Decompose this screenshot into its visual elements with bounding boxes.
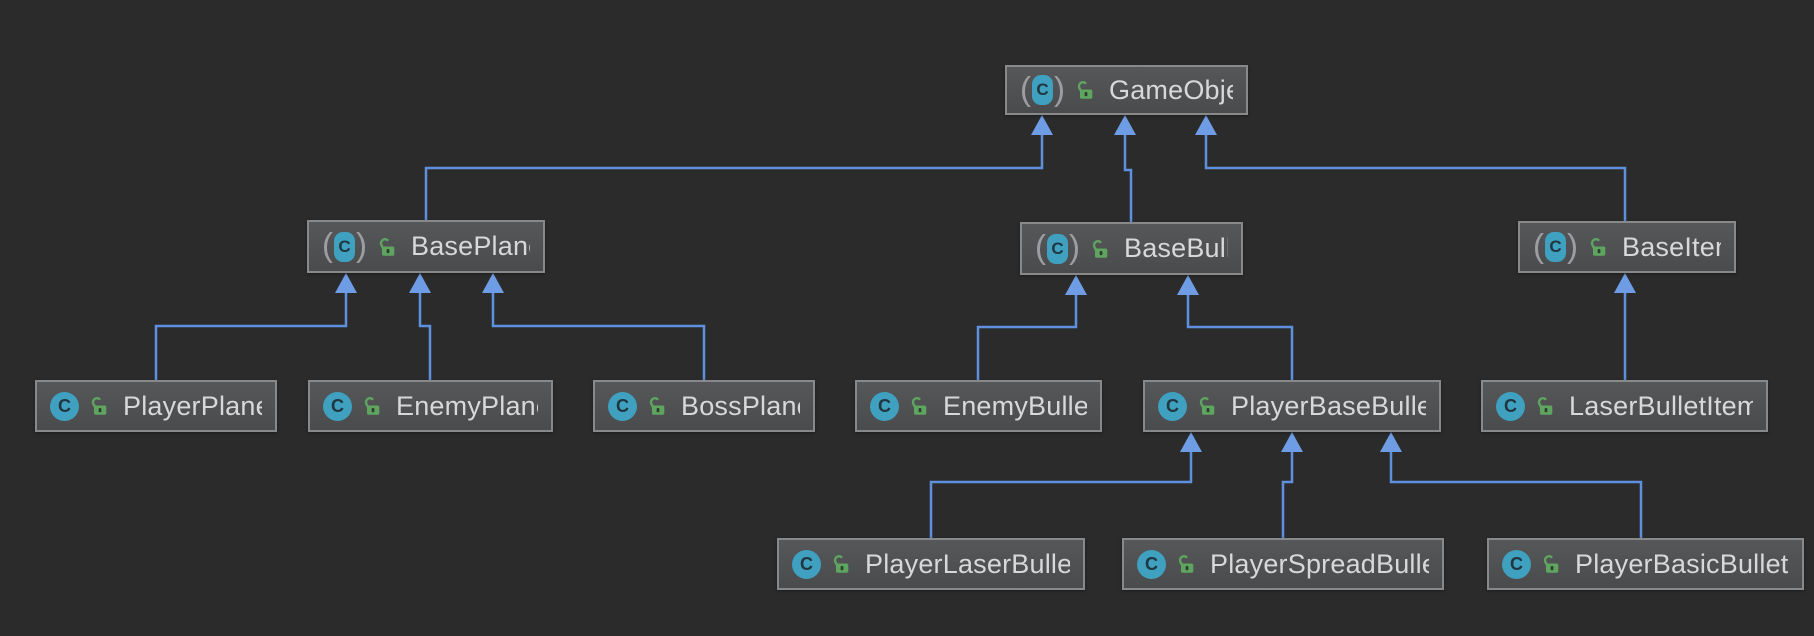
class-name-label: PlayerSpreadBullet [1210, 548, 1429, 579]
inheritance-edge-EnemyBullet-to-BaseBullet [976, 275, 1087, 380]
unlocked-padlock-icon [649, 397, 665, 415]
inheritance-arrowhead [335, 273, 357, 293]
class-node-EnemyPlane[interactable]: C EnemyPlane [308, 380, 553, 432]
inheritance-edge-BossPlane-to-BasePlane [482, 273, 706, 380]
inheritance-edge-EnemyPlane-to-BasePlane [409, 273, 432, 380]
class-icon: C [323, 391, 352, 421]
class-node-PlayerBaseBullet[interactable]: C PlayerBaseBullet [1143, 380, 1441, 432]
inheritance-arrowhead [1114, 115, 1136, 135]
inheritance-arrowhead [1614, 273, 1636, 293]
inheritance-edge-PlayerBasicBullet-to-PlayerBaseBullet [1380, 432, 1643, 538]
class-name-label: PlayerPlane [123, 390, 262, 421]
class-node-PlayerLaserBullet[interactable]: C PlayerLaserBullet [777, 538, 1085, 590]
unlocked-padlock-icon [379, 237, 395, 256]
unlocked-padlock-icon [1537, 397, 1553, 415]
class-name-label: LaserBulletItem [1569, 390, 1753, 421]
class-icon: C [50, 391, 79, 421]
class-name-label: EnemyPlane [396, 390, 538, 421]
class-icon: C [1158, 391, 1187, 421]
unlocked-padlock-icon [1178, 555, 1194, 573]
inheritance-arrowhead [1177, 275, 1199, 295]
class-node-EnemyBullet[interactable]: C EnemyBullet [855, 380, 1102, 432]
class-name-label: BaseBullet [1124, 233, 1228, 263]
inheritance-arrowhead [1031, 115, 1053, 135]
abstract-class-icon: (C) [1533, 226, 1578, 264]
inheritance-arrowhead [409, 273, 431, 293]
abstract-class-icon: (C) [1020, 69, 1065, 107]
unlocked-padlock-icon [1590, 238, 1606, 256]
class-icon: C [1137, 549, 1166, 579]
class-icon: C [792, 549, 821, 579]
class-icon: C [1502, 549, 1531, 579]
class-name-label: EnemyBullet [943, 390, 1087, 421]
class-node-BossPlane[interactable]: C BossPlane [593, 380, 815, 432]
unlocked-padlock-icon [1199, 397, 1215, 415]
class-icon: C [608, 391, 637, 421]
unlocked-padlock-icon [364, 397, 380, 415]
inheritance-edge-PlayerLaserBullet-to-PlayerBaseBullet [929, 432, 1202, 538]
inheritance-edge-BaseBullet-to-GameObject [1114, 115, 1136, 222]
unlocked-padlock-icon [1543, 555, 1559, 573]
unlocked-padlock-icon [911, 397, 927, 415]
class-node-BaseBullet[interactable]: (C) BaseBullet [1020, 222, 1243, 275]
class-name-label: BasePlane [411, 231, 530, 261]
class-name-label: PlayerBasicBullet [1575, 548, 1789, 579]
inheritance-edge-PlayerPlane-to-BasePlane [154, 273, 357, 380]
inheritance-arrowhead [1065, 275, 1087, 295]
inheritance-arrowhead [1380, 432, 1402, 452]
unlocked-padlock-icon [1092, 239, 1108, 258]
class-node-PlayerBasicBullet[interactable]: C PlayerBasicBullet [1487, 538, 1804, 590]
unlocked-padlock-icon [833, 555, 849, 573]
inheritance-edge-PlayerBaseBullet-to-BaseBullet [1177, 275, 1294, 380]
inheritance-edge-PlayerSpreadBullet-to-PlayerBaseBullet [1281, 432, 1303, 538]
class-name-label: BaseItem [1622, 231, 1721, 262]
inheritance-arrowhead [482, 273, 504, 293]
class-node-BaseItem[interactable]: (C) BaseItem [1518, 221, 1736, 273]
inheritance-arrowhead [1195, 115, 1217, 135]
class-node-BasePlane[interactable]: (C) BasePlane [307, 220, 545, 273]
class-name-label: BossPlane [681, 390, 800, 421]
class-node-PlayerPlane[interactable]: C PlayerPlane [35, 380, 277, 432]
class-name-label: PlayerBaseBullet [1231, 390, 1426, 421]
inheritance-edge-LaserBulletItem-to-BaseItem [1614, 273, 1636, 380]
abstract-class-icon: (C) [322, 226, 367, 263]
class-name-label: PlayerLaserBullet [865, 548, 1070, 579]
class-node-PlayerSpreadBullet[interactable]: C PlayerSpreadBullet [1122, 538, 1444, 590]
unlocked-padlock-icon [1077, 81, 1093, 99]
inheritance-arrowhead [1180, 432, 1202, 452]
class-node-LaserBulletItem[interactable]: C LaserBulletItem [1481, 380, 1768, 432]
class-icon: C [870, 391, 899, 421]
inheritance-edge-BaseItem-to-GameObject [1195, 115, 1627, 221]
class-icon: C [1496, 391, 1525, 421]
unlocked-padlock-icon [91, 397, 107, 415]
class-name-label: GameObject [1109, 74, 1233, 105]
inheritance-arrowhead [1281, 432, 1303, 452]
inheritance-edge-BasePlane-to-GameObject [424, 115, 1053, 220]
class-node-GameObject[interactable]: (C) GameObject [1005, 65, 1248, 115]
abstract-class-icon: (C) [1035, 228, 1080, 265]
